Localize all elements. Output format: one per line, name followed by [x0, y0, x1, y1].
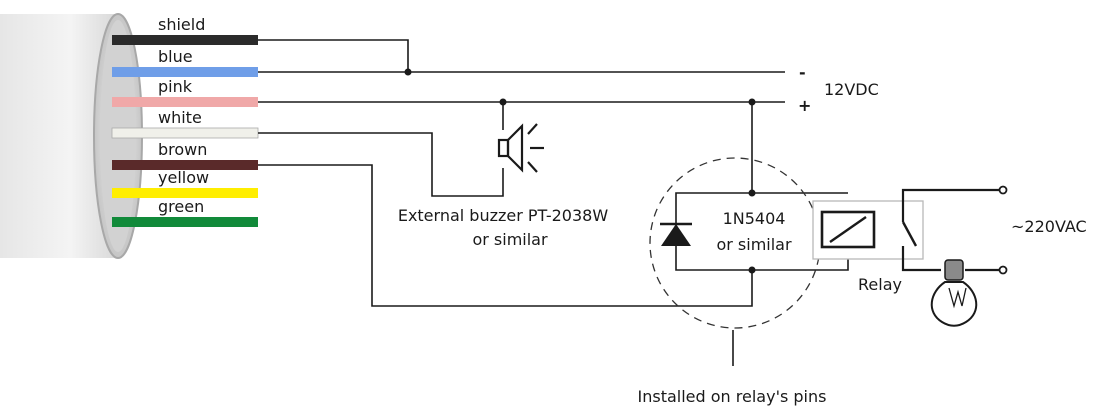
wire-lead-blue: [112, 67, 258, 77]
brown-wire-line: [258, 164, 753, 307]
wire-label-blue: blue: [158, 47, 193, 66]
wire-label-brown: brown: [158, 140, 207, 159]
coil-bottom-lead: [752, 258, 849, 271]
relay-pins-note: Installed on relay's pins: [638, 387, 827, 406]
plus-sign: +: [798, 96, 811, 115]
wiring-lines: [258, 39, 849, 366]
relay-label: Relay: [858, 275, 902, 294]
light-bulb-icon: [930, 259, 978, 327]
supply-voltage-label: 12VDC: [824, 80, 879, 99]
wire-lead-yellow: [112, 188, 258, 198]
diode-icon: [660, 222, 692, 246]
relay-icon: [812, 185, 1008, 275]
ac-voltage-label: ~220VAC: [1011, 217, 1087, 236]
minus-sign: -: [799, 63, 806, 82]
diode-loop: [675, 192, 752, 271]
wire-label-pink: pink: [158, 77, 193, 96]
white-wire-line: [258, 132, 504, 197]
wire-labels: shield blue pink white brown yellow green: [158, 15, 209, 216]
buzzer-label-line2: or similar: [472, 230, 548, 249]
wire-label-white: white: [158, 108, 202, 127]
buzzer-label-line1: External buzzer PT-2038W: [398, 206, 609, 225]
wire-leads: [111, 35, 259, 227]
diode-label-line2: or similar: [716, 235, 792, 254]
wire-lead-pink: [112, 97, 258, 107]
wire-lead-brown: [112, 160, 258, 170]
speaker-icon: [497, 123, 544, 173]
shield-wire-line: [258, 39, 409, 72]
wire-lead-white: [111, 127, 259, 139]
diode-label-line1: 1N5404: [723, 209, 786, 228]
shield-junction-dot: [404, 68, 412, 76]
wire-lead-green: [112, 217, 258, 227]
wire-label-green: green: [158, 197, 204, 216]
wire-label-yellow: yellow: [158, 168, 209, 187]
wire-label-shield: shield: [158, 15, 205, 34]
wire-lead-shield: [112, 35, 258, 45]
